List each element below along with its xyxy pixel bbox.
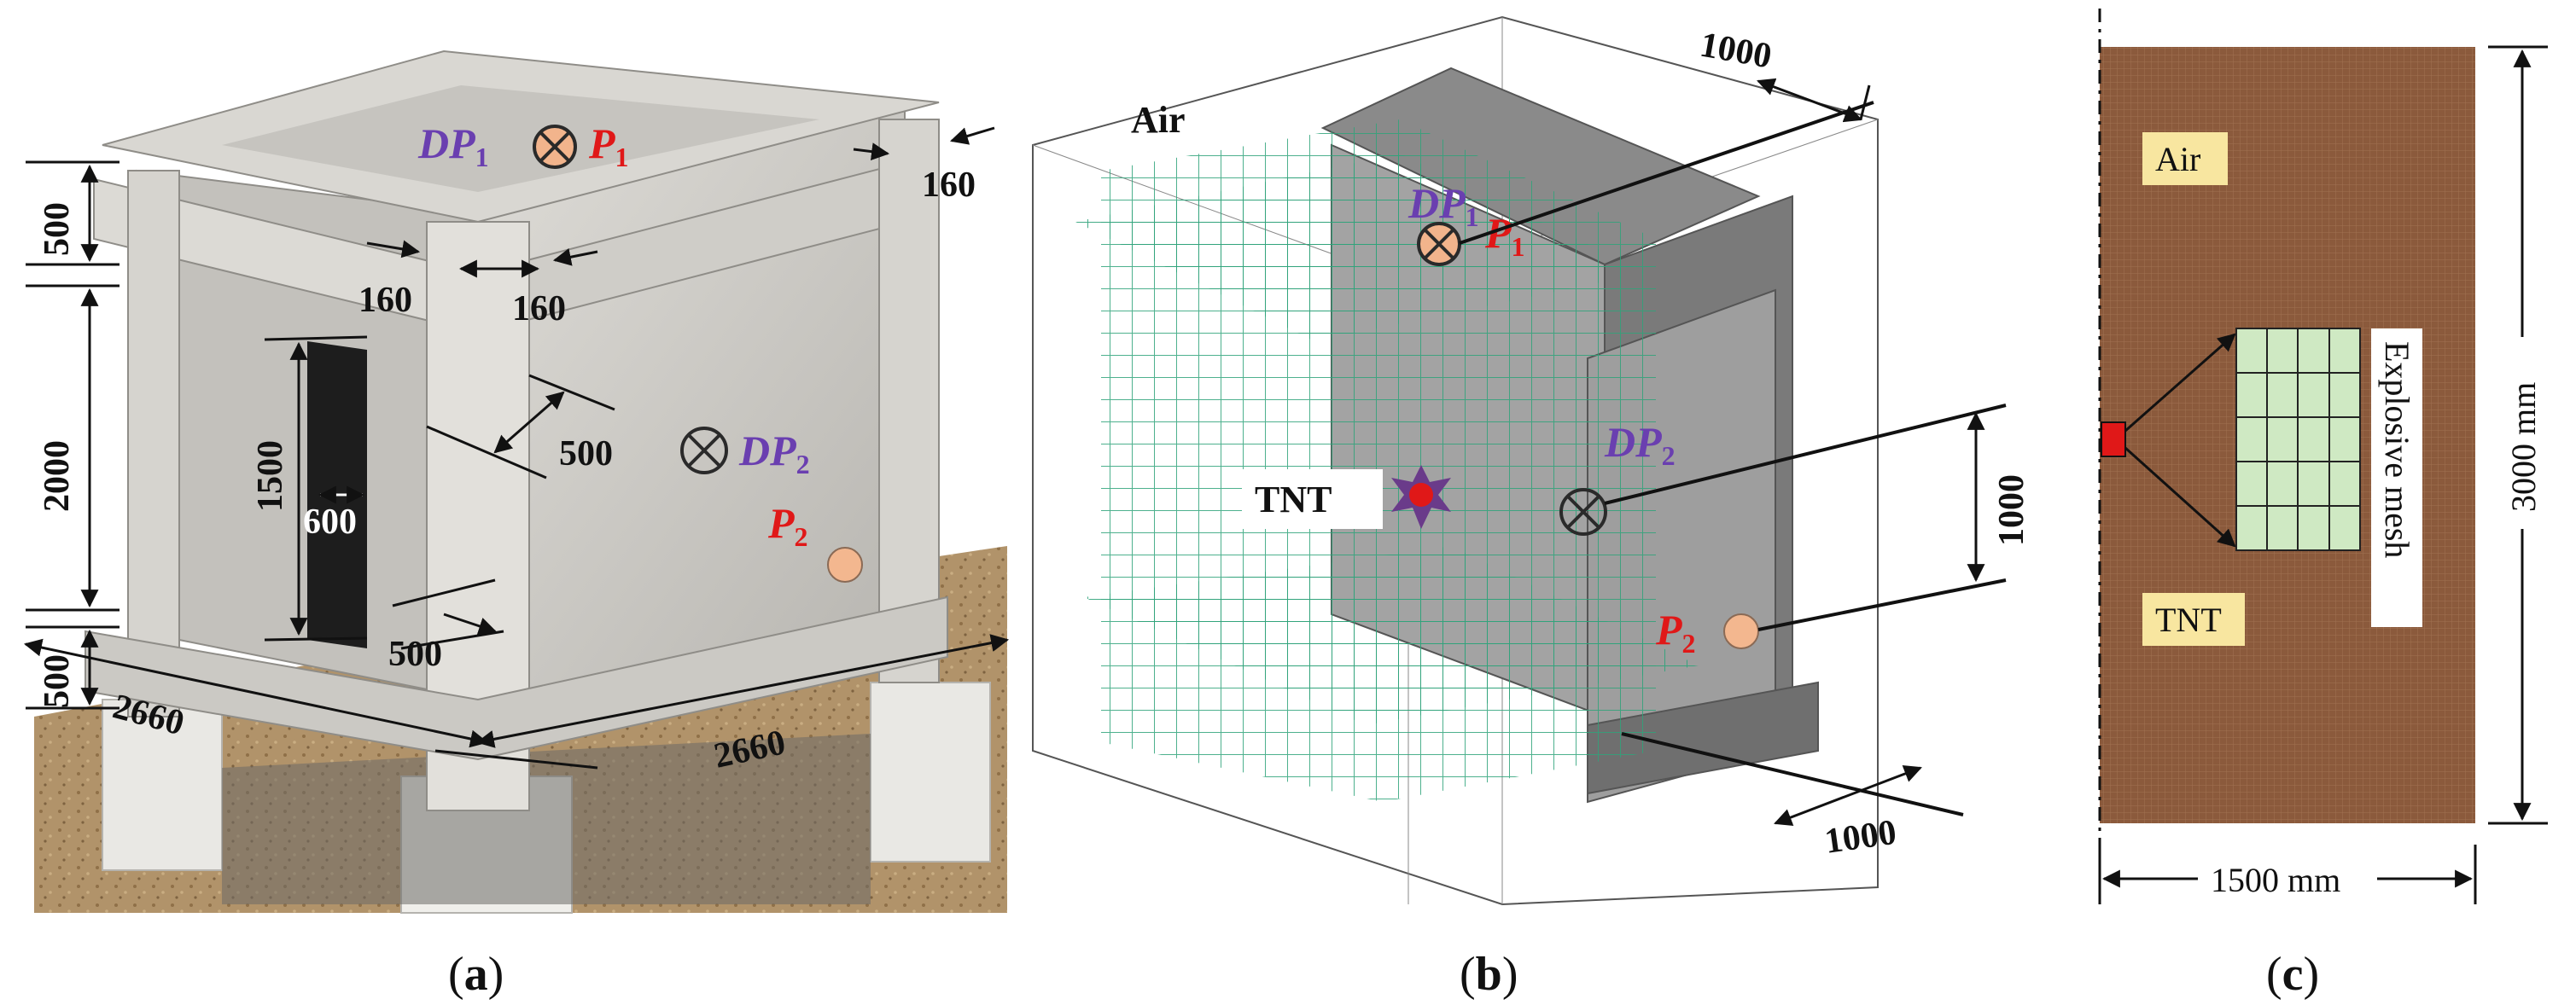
tnt-charge bbox=[1409, 483, 1433, 507]
caption-a: (a) bbox=[448, 948, 504, 1001]
p2-b-sub: 2 bbox=[1682, 628, 1696, 659]
svg-text:DP2: DP2 bbox=[738, 427, 810, 479]
gauge-dp2-b: DP2 bbox=[1559, 404, 2007, 536]
b-dim-top: 1000 bbox=[1697, 26, 1775, 77]
dim-ground-dist: 500 bbox=[388, 635, 442, 674]
p2-a-main: P bbox=[767, 499, 795, 547]
steel-bottom-flange bbox=[1587, 681, 1819, 795]
top-slab-inner bbox=[222, 85, 819, 192]
dim-col-width-2: 160 bbox=[512, 289, 566, 328]
svg-text:DP2: DP2 bbox=[1604, 418, 1676, 471]
c-width-label: 1500 mm bbox=[2211, 861, 2340, 899]
dim-opening-width: 600 bbox=[303, 502, 357, 542]
b-tnt-box bbox=[1242, 469, 1383, 529]
b-dim-right: 1000 bbox=[1992, 474, 2031, 546]
gauge-p2-b: P2 bbox=[1655, 578, 2007, 659]
svg-text:DP1: DP1 bbox=[417, 119, 489, 172]
b-dim-bottom: 1000 bbox=[1822, 813, 1899, 862]
c-tnt-label: TNT bbox=[2155, 601, 2222, 639]
svg-text:P2: P2 bbox=[1655, 606, 1696, 659]
p1-a-sub: 1 bbox=[615, 142, 629, 172]
dim-col-width-1: 160 bbox=[358, 281, 412, 320]
gauge-p2-a: P2 bbox=[767, 499, 863, 583]
dp1-b-main: DP bbox=[1407, 179, 1466, 227]
b-tnt-label: TNT bbox=[1255, 479, 1332, 520]
dim-bottom-slab: 500 bbox=[38, 654, 77, 708]
c-air-label: Air bbox=[2155, 140, 2200, 178]
dim-opening-height: 1500 bbox=[251, 440, 290, 512]
dim-wall-dist: 500 bbox=[559, 434, 613, 473]
panel-b: Air TNT DP1 P1 DP2 P2 bbox=[1032, 15, 2031, 1001]
dp2-a-main: DP bbox=[738, 427, 796, 474]
dp1-a-sub: 1 bbox=[475, 142, 489, 172]
rebar-mesh-top bbox=[1075, 154, 1647, 341]
svg-text:P2: P2 bbox=[767, 499, 808, 552]
gauge-dp2-a: DP2 bbox=[680, 427, 810, 479]
dim-wall-height: 2000 bbox=[38, 440, 77, 512]
dp1-b-sub: 1 bbox=[1466, 201, 1479, 232]
column-right bbox=[878, 119, 940, 683]
p2-b-main: P bbox=[1655, 606, 1682, 654]
c-air-box bbox=[2142, 132, 2228, 185]
dp2-b-main: DP bbox=[1604, 418, 1662, 466]
caption-c: (c) bbox=[2266, 948, 2319, 1001]
p2-a-sub: 2 bbox=[795, 521, 808, 552]
dp1-a-main: DP bbox=[417, 119, 475, 167]
gauge-dp1-b: DP1 P1 bbox=[1407, 101, 1874, 266]
panel-c: Air Explosive mesh TNT 3000 mm bbox=[2098, 9, 2548, 1001]
c-mesh-box bbox=[2371, 328, 2422, 627]
caption-b: (b) bbox=[1460, 948, 1518, 1001]
c-mesh-label: Explosive mesh bbox=[2378, 341, 2416, 558]
gauge-dp1-a: DP1 P1 bbox=[417, 119, 629, 172]
caption-a-letter: a bbox=[464, 948, 488, 1001]
c-tnt-charge bbox=[2101, 421, 2126, 457]
ground-shadow bbox=[222, 734, 871, 904]
dim-top-slab: 500 bbox=[38, 202, 77, 256]
b-air-label: Air bbox=[1131, 99, 1186, 141]
dp2-b-sub: 2 bbox=[1662, 440, 1676, 471]
c-height-label: 3000 mm bbox=[2504, 382, 2543, 512]
c-tnt-box bbox=[2142, 593, 2245, 646]
svg-text:DP1: DP1 bbox=[1407, 179, 1479, 232]
column-left bbox=[127, 170, 180, 717]
svg-text:P1: P1 bbox=[588, 119, 629, 172]
rebar-mesh-front bbox=[1084, 546, 1699, 725]
caption-c-letter: c bbox=[2282, 948, 2304, 1001]
dp2-a-sub: 2 bbox=[796, 449, 810, 479]
dim-beam-width: 160 bbox=[922, 166, 976, 205]
panel-a: 500 2000 500 160 160 160 1500 600 50 bbox=[23, 49, 1010, 1001]
caption-b-letter: b bbox=[1476, 948, 1502, 1001]
p1-a-main: P bbox=[588, 119, 615, 167]
foundation-pad-right bbox=[870, 682, 991, 863]
explosive-mesh bbox=[2235, 328, 2361, 551]
p1-b-sub: 1 bbox=[1512, 231, 1525, 262]
